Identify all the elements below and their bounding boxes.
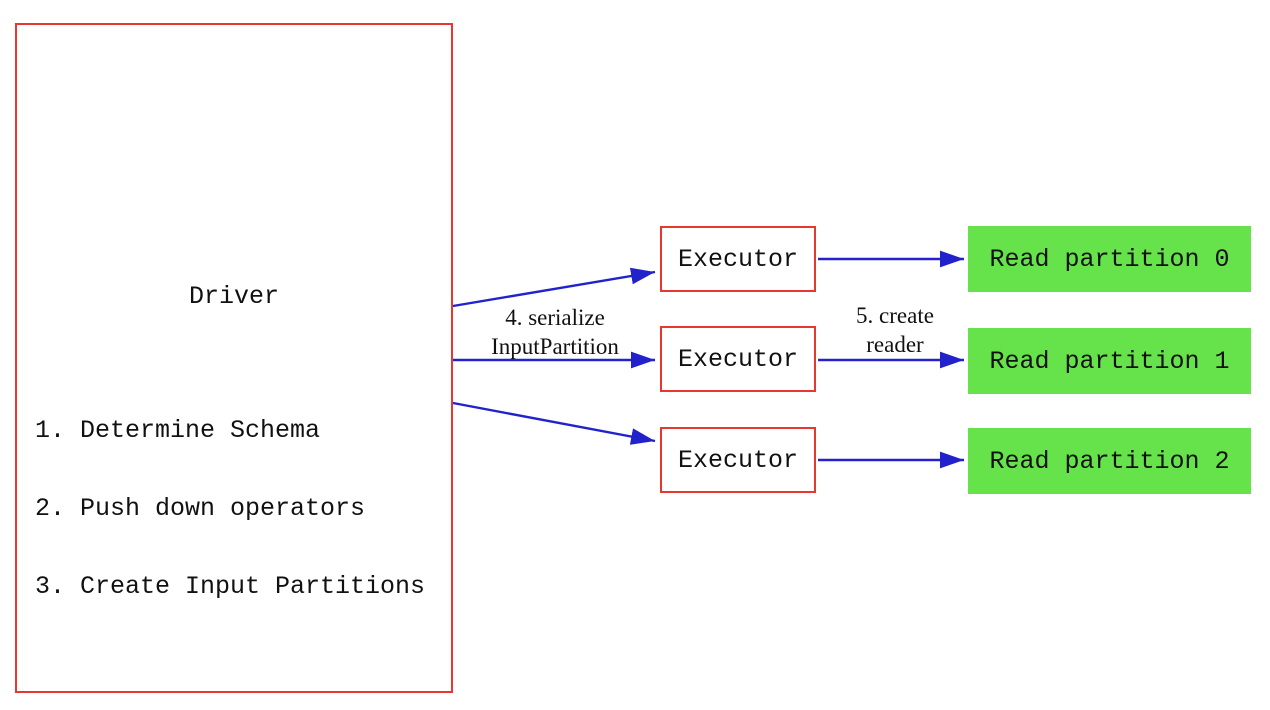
arrow-driver-to-executor-1 [452, 267, 656, 308]
driver-box: Driver 1. Determine Schema 2. Push down … [15, 23, 453, 693]
read-partition-box-2: Read partition 2 [968, 428, 1251, 494]
driver-step-1: 1. Determine Schema [35, 416, 321, 445]
read-partition-label-1: Read partition 1 [989, 346, 1230, 376]
read-partition-box-0: Read partition 0 [968, 226, 1251, 292]
driver-step-2: 2. Push down operators [35, 494, 366, 523]
executor-box-2: Executor [660, 326, 816, 392]
edge-label-serialize: 4. serialize InputPartition [445, 303, 665, 361]
executor-label-1: Executor [677, 244, 799, 274]
edge-label-create-reader-line1: 5. create [856, 303, 934, 328]
executor-box-1: Executor [660, 226, 816, 292]
edge-label-create-reader: 5. create reader [810, 301, 980, 359]
edge-label-serialize-line2: InputPartition [491, 334, 619, 359]
executor-box-3: Executor [660, 427, 816, 493]
driver-steps: 1. Determine Schema 2. Push down operato… [35, 366, 425, 652]
arrow-driver-to-executor-3 [452, 401, 656, 445]
edge-label-create-reader-line2: reader [866, 332, 924, 357]
driver-title: Driver [188, 282, 279, 311]
read-partition-box-1: Read partition 1 [968, 328, 1251, 394]
read-partition-label-0: Read partition 0 [989, 244, 1230, 274]
driver-step-3: 3. Create Input Partitions [35, 572, 426, 601]
executor-label-3: Executor [677, 445, 799, 475]
edge-label-serialize-line1: 4. serialize [505, 305, 605, 330]
executor-label-2: Executor [677, 344, 799, 374]
read-partition-label-2: Read partition 2 [989, 446, 1230, 476]
